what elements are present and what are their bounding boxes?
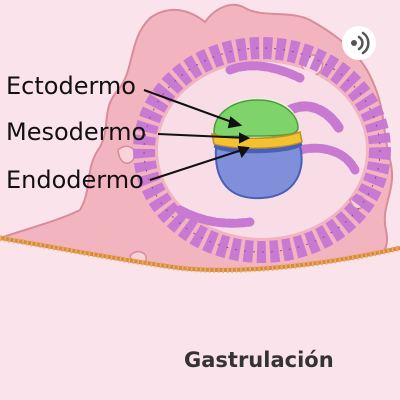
cell-strand	[285, 101, 345, 135]
trophoblast-ring-outline	[143, 47, 381, 253]
ectoderm-label: Ectodermo	[6, 72, 136, 100]
podcast-icon-glyph	[351, 31, 370, 55]
uterine-membrane-ticks	[0, 235, 400, 273]
endoderm-pointer	[149, 147, 249, 181]
ectoderm-pointer	[143, 89, 241, 126]
endoderm-lining	[213, 142, 303, 152]
diagram-caption: Gastrulación	[184, 348, 334, 372]
mesoderm-label: Mesodermo	[6, 118, 147, 146]
cell-strand	[175, 205, 255, 228]
mesoderm-arrowhead	[239, 132, 251, 144]
endoderm-label: Endodermo	[6, 166, 144, 194]
cell-strand	[225, 61, 305, 83]
mesoderm-pointer	[157, 133, 249, 139]
cell-strand	[295, 143, 360, 175]
label-pointers	[143, 89, 251, 181]
endoderm-layer	[214, 144, 303, 200]
podcast-icon[interactable]	[342, 26, 376, 60]
uterine-lining	[0, 240, 400, 400]
endoderm-arrowhead	[237, 145, 250, 159]
ectoderm-arrowhead	[227, 116, 243, 129]
ectoderm-layer	[213, 99, 299, 138]
